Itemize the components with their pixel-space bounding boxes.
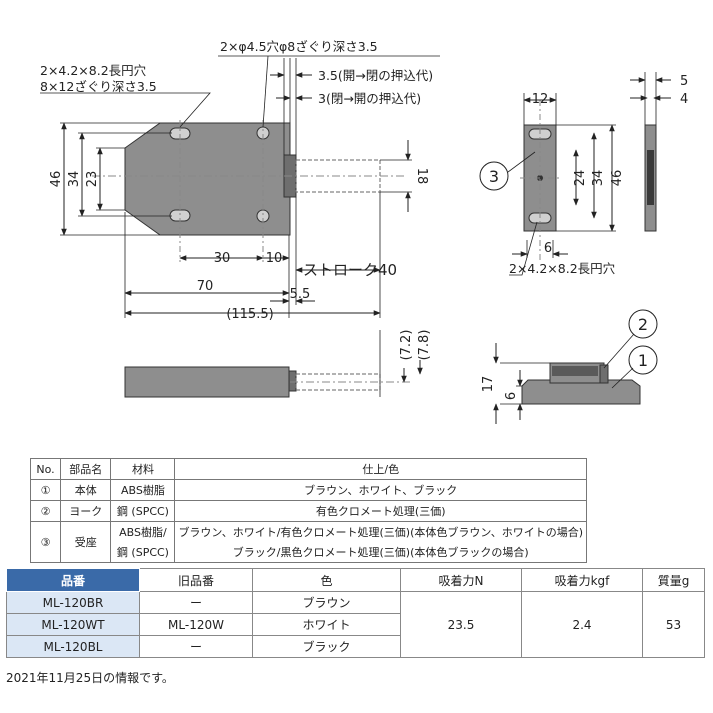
part-material-1: ABS樹脂/: [110, 521, 176, 542]
parts-header-finish: 仕上/色: [174, 458, 587, 480]
callout-2: 2: [638, 315, 648, 334]
table-row: ① 本体 ABS樹脂 ブラウン、ホワイト、ブラック: [29, 479, 587, 501]
side-view: (7.2) (7.8): [124, 330, 432, 398]
parts-header-no: No.: [29, 458, 62, 480]
spec-force-kgf: 2.4: [521, 591, 643, 658]
dim-70-front: 70: [197, 279, 214, 294]
slot-note-1: 2×4.2×8.2長円穴: [40, 63, 147, 78]
spec-old-no: ー: [139, 591, 253, 614]
push-close-note: 3.5(開→閉の押込代): [318, 68, 433, 83]
plate-view: 3 12 24 34 46 6 5 4 2×4.2×8.2長円穴: [479, 72, 688, 276]
dim-34-plate: 34: [591, 170, 606, 187]
spec-header-part-no: 品番: [6, 568, 140, 592]
spec-part-no: ML-120WT: [6, 613, 140, 636]
slot-note-2: 8×12ざぐり深さ3.5: [40, 79, 157, 94]
technical-drawing: 46 34 23 18 30 10 70 5.5 (115.5) ストローク40…: [40, 39, 688, 424]
spec-old-no: ー: [139, 635, 253, 658]
parts-header-material: 材料: [110, 458, 176, 480]
dim-34-front: 34: [67, 171, 82, 188]
dim-5-plate: 5: [680, 74, 688, 89]
dim-7-2-side: (7.2): [399, 330, 414, 361]
dim-6-plate: 6: [544, 241, 552, 256]
spec-header-force-n: 吸着力N: [400, 568, 522, 592]
spec-table: 品番 旧品番 色 吸着力N 吸着力kgf 質量g ML-120BR ー ブラウン…: [6, 568, 705, 658]
spec-color: ブラック: [252, 635, 401, 658]
dim-24-plate: 24: [573, 170, 588, 187]
table-row: ② ヨーク 鋼 (SPCC) 有色クロメート処理(三価): [29, 500, 587, 522]
dim-12-plate: 12: [532, 92, 549, 107]
part-name: 受座: [60, 521, 112, 563]
spec-header-color: 色: [252, 568, 401, 592]
table-row: ML-120WT ML-120W ホワイト: [6, 613, 705, 636]
dim-5-5-front: 5.5: [290, 287, 311, 302]
dim-10-front: 10: [266, 251, 283, 266]
push-open-note: 3(閉→開の押込代): [318, 91, 421, 106]
table-row: ML-120BR ー ブラウン 23.5 2.4 53: [6, 591, 705, 658]
side-body: [124, 366, 290, 398]
callout-2-circle: [628, 309, 658, 339]
part-material: 鋼 (SPCC): [110, 500, 176, 522]
dim-18-front: 18: [414, 168, 429, 185]
dim-4-plate: 4: [680, 92, 688, 107]
part-finish-2: ブラック/黒色クロメート処理(三価)(本体色ブラックの場合): [174, 542, 587, 563]
parts-header-name: 部品名: [60, 458, 112, 480]
part-finish: ブラウン、ホワイト、ブラック: [174, 479, 587, 501]
dim-46-front: 46: [49, 171, 64, 188]
dim-46-plate: 46: [610, 170, 625, 187]
table-row: 鋼 (SPCC) ブラック/黒色クロメート処理(三価)(本体色ブラックの場合): [31, 542, 587, 563]
spec-header-old-no: 旧品番: [139, 568, 253, 592]
spec-header-row: 品番 旧品番 色 吸着力N 吸着力kgf 質量g: [6, 568, 705, 592]
part-material: ABS樹脂: [110, 479, 176, 501]
callout-1-circle: [628, 345, 658, 375]
front-view: 46 34 23 18 30 10 70 5.5 (115.5) ストローク40…: [40, 39, 440, 322]
stroke-label: ストローク40: [303, 261, 397, 279]
part-no: ③: [29, 521, 62, 563]
parts-header-row: No. 部品名 材料 仕上/色: [29, 458, 587, 480]
spec-old-no: ML-120W: [139, 613, 253, 636]
parts-table: No. 部品名 材料 仕上/色 ① 本体 ABS樹脂 ブラウン、ホワイト、ブラッ…: [29, 458, 587, 563]
table-row: ③ 受座 ABS樹脂/ ブラウン、ホワイト/有色クロメート処理(三価)(本体色ブ…: [29, 521, 587, 563]
dim-30-front: 30: [214, 251, 231, 266]
dim-115-5-front: (115.5): [226, 307, 273, 322]
plate-slot-note: 2×4.2×8.2長円穴: [509, 261, 616, 276]
end-view: 2 1 17 6: [481, 309, 658, 424]
dim-23-front: 23: [85, 171, 100, 188]
spec-force-n: 23.5: [400, 591, 522, 658]
callout-3-circle: [479, 161, 509, 191]
spec-part-no: ML-120BR: [6, 591, 140, 614]
dim-6-end: 6: [504, 392, 519, 400]
part-name: ヨーク: [60, 500, 112, 522]
part-no: ②: [29, 500, 62, 522]
part-material-2: 鋼 (SPCC): [110, 542, 176, 563]
spec-header-force-kgf: 吸着力kgf: [521, 568, 643, 592]
dim-17-end: 17: [481, 376, 496, 393]
spec-color: ホワイト: [252, 613, 401, 636]
footnote: 2021年11月25日の情報です。: [6, 671, 174, 685]
spec-part-no: ML-120BL: [6, 635, 140, 658]
part-no: ①: [29, 479, 62, 501]
end-base: [521, 379, 641, 405]
callout-1: 1: [638, 351, 648, 370]
dim-7-8-side: (7.8): [417, 330, 432, 361]
spec-mass: 53: [642, 591, 705, 658]
spec-header-mass: 質量g: [642, 568, 705, 592]
part-finish-1: ブラウン、ホワイト/有色クロメート処理(三価)(本体色ブラウン、ホワイトの場合): [174, 521, 587, 542]
callout-3: 3: [489, 167, 499, 186]
part-name: 本体: [60, 479, 112, 501]
table-row: ML-120BL ー ブラック: [6, 635, 705, 658]
spec-color: ブラウン: [252, 591, 401, 614]
hole-note: 2×φ4.5穴φ8ざぐり深さ3.5: [220, 39, 378, 54]
part-finish: 有色クロメート処理(三価): [174, 500, 587, 522]
